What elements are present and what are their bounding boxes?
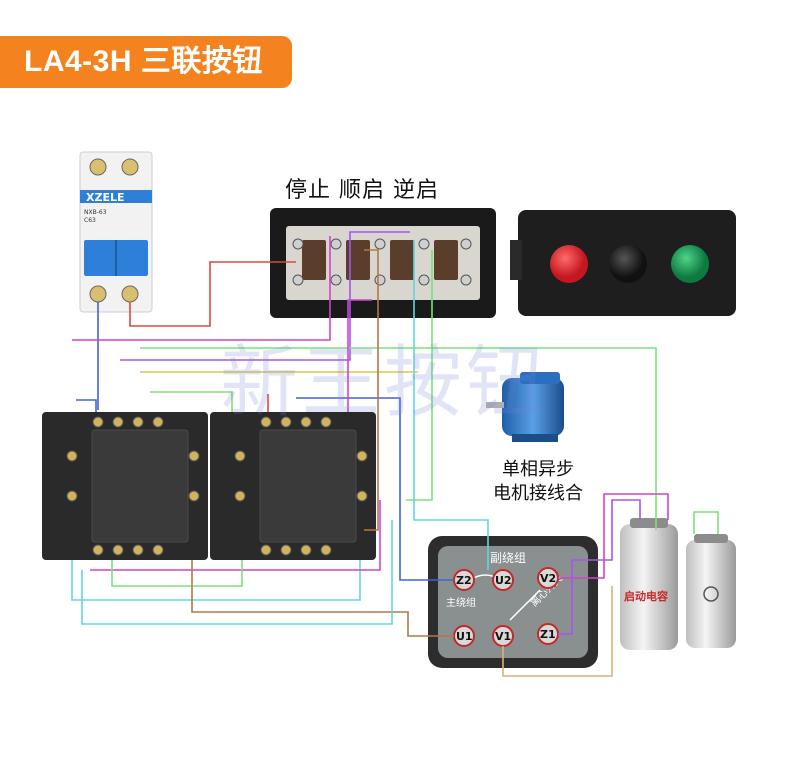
motor-label-line1: 单相异步 [502, 459, 574, 480]
wire-magenta-cap [558, 493, 669, 579]
breaker-top-screw-2 [121, 158, 139, 176]
wire-magenta-2 [347, 299, 372, 412]
wires [71, 231, 719, 677]
contactor-left [42, 412, 208, 560]
motor-image [486, 372, 564, 442]
terminal-z1-label: Z1 [540, 628, 556, 641]
motor-label-line2: 电机接线合 [493, 483, 583, 504]
terminal-u2 [492, 569, 514, 591]
wire-cyan-2 [81, 520, 393, 625]
watermark: 新王按钮 [220, 338, 549, 428]
wire-green-long [140, 347, 657, 530]
main-winding-label: 主绕组 [446, 596, 476, 609]
terminal-z2-label: Z2 [456, 574, 472, 587]
contactor-right [210, 412, 376, 560]
wire-blue-short [76, 399, 97, 412]
wire-green-bottom [111, 560, 243, 587]
breaker-top-screw-1 [89, 158, 107, 176]
wire-green-3 [406, 250, 433, 501]
breaker-model: NXB-63 [84, 209, 107, 216]
breaker-rating: C63 [84, 217, 96, 224]
wire-cyan-bottom [71, 560, 361, 601]
circuit-breaker: XZELE NXB-63 C63 [79, 151, 153, 313]
wire-magenta-bottom [90, 500, 381, 571]
capacitor-start-text: 启动电容 [624, 589, 668, 603]
breaker-brand-strip [80, 190, 152, 203]
button-box-label: 停止 顺启 逆启 [285, 178, 439, 203]
wire-purple-cap [558, 499, 641, 635]
motor-label: 单相异步 电机接线合 [478, 458, 598, 506]
terminal-u1-label: U1 [456, 630, 473, 643]
motor-shaft [486, 402, 504, 408]
capacitor-run-logo [703, 586, 719, 602]
capacitor-run-body [686, 540, 736, 648]
capacitor-run [686, 534, 736, 648]
motor-body [502, 378, 564, 436]
capacitor-start-body [620, 524, 678, 650]
wire-cyan-u2 [413, 240, 489, 570]
wire-tan-v1 [502, 586, 613, 677]
stop-button [550, 245, 588, 283]
title-text: LA4-3H 三联按钮 [24, 45, 263, 78]
terminal-v1-label: V1 [495, 630, 511, 643]
forward-button [609, 245, 647, 283]
wire-brown-u1 [191, 560, 454, 637]
breaker-bottom-screw-2 [121, 285, 139, 303]
motor-terminal-box: 副绕组 主绕组 离心开关 Z2 U2 V2 U1 V1 Z1 [428, 536, 598, 668]
wire-green-cap [693, 511, 719, 534]
wire-brown-1 [364, 249, 379, 531]
button-box-closed [510, 210, 736, 316]
terminal-v2-label: V2 [540, 572, 556, 585]
breaker-brand: XZELE [86, 191, 125, 204]
wire-magenta-1 [72, 236, 331, 341]
breaker-body [79, 151, 153, 313]
wire-breaker-l2 [129, 261, 296, 327]
wire-purple-1 [120, 231, 410, 361]
reverse-button [671, 245, 709, 283]
title-banner: LA4-3H 三联按钮 [0, 36, 292, 88]
terminal-u2-label: U2 [495, 574, 512, 587]
aux-winding-label: 副绕组 [490, 551, 526, 565]
capacitor-start: 启动电容 [620, 518, 678, 650]
breaker-bottom-screw-1 [89, 285, 107, 303]
wire-green-2 [150, 391, 233, 412]
button-box-open [270, 208, 496, 318]
